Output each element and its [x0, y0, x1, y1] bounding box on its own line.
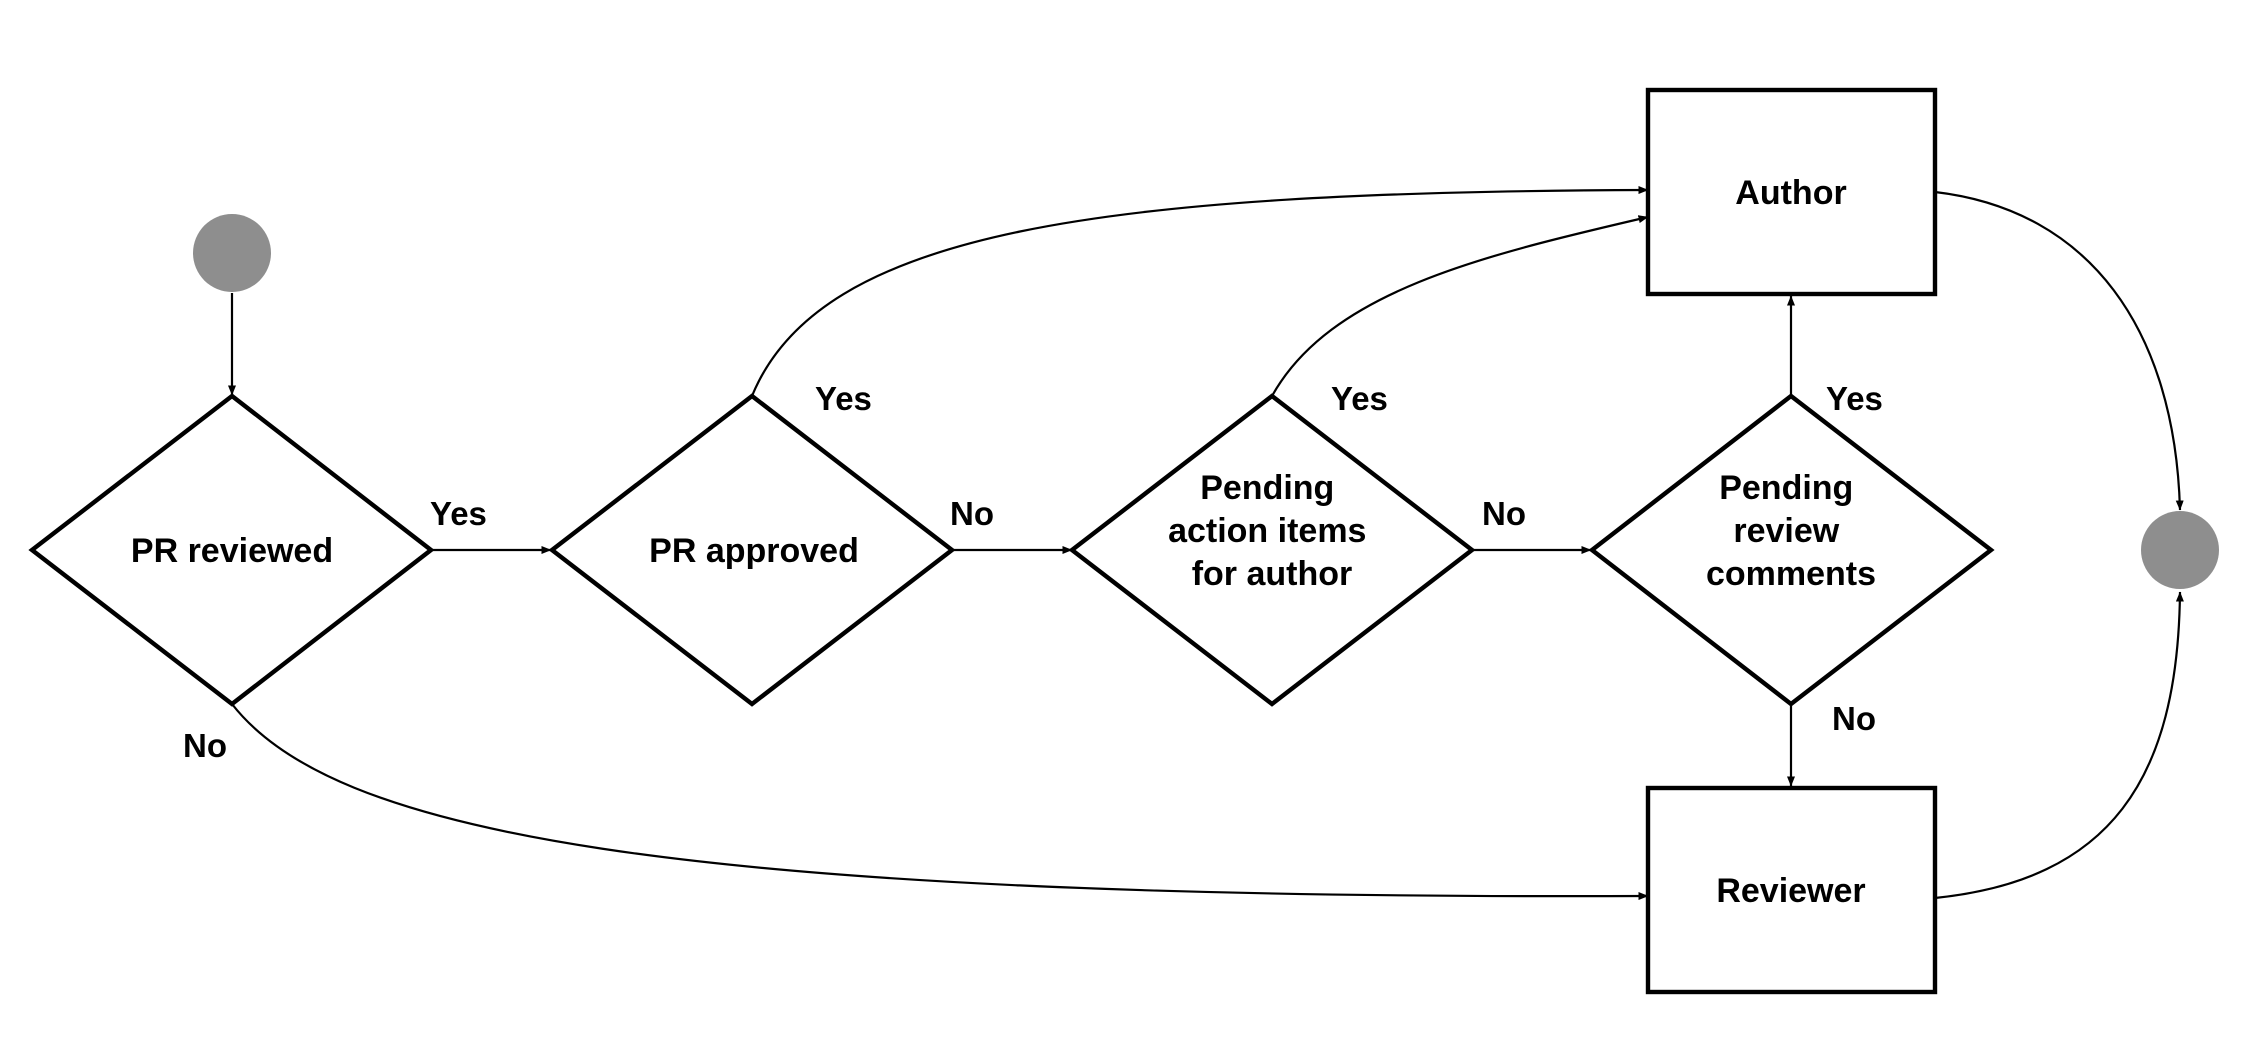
decision-pr-reviewed [28, 393, 435, 707]
pending-action-items-label: Pending action items for author [1168, 469, 1376, 593]
end-node [2141, 511, 2219, 589]
pending-action-items-no-label: No [1482, 495, 1526, 532]
pending-review-comments-no-label: No [1832, 700, 1876, 737]
pending-action-items-label-line-1: Pending [1200, 469, 1334, 507]
pr-approved-no-label: No [950, 495, 994, 532]
edge-author-to-end [1934, 190, 2184, 511]
pr-reviewed-no-label: No [183, 727, 227, 764]
pr-approved-label: PR approved [649, 532, 859, 570]
pending-action-items-yes-label: Yes [1331, 380, 1388, 417]
box-author [1645, 87, 1938, 297]
pr-reviewed-label: PR reviewed [131, 532, 333, 570]
reviewer-label: Reviewer [1716, 872, 1865, 910]
pending-review-comments-label-line-1: Pending [1719, 469, 1853, 507]
decision-pending-review-comments [1588, 393, 1995, 707]
pr-reviewed-label-line: PR reviewed [131, 532, 333, 570]
edge-pr-approved-yes [750, 186, 1649, 397]
start-node [193, 214, 271, 292]
edge-pr-reviewed-no [231, 703, 1649, 901]
pr-approved-label-line: PR approved [649, 532, 859, 570]
reviewer-label-line: Reviewer [1716, 872, 1865, 910]
pr-reviewed-yes-label: Yes [430, 495, 487, 532]
author-label: Author [1735, 174, 1846, 212]
edge-pending-action-items-yes [1271, 215, 1649, 397]
decision-pending-action-items [1068, 393, 1476, 707]
pending-review-comments-yes-label: Yes [1826, 380, 1883, 417]
edge-reviewer-to-end [1934, 591, 2184, 900]
author-label-line: Author [1735, 174, 1846, 212]
box-reviewer [1645, 785, 1938, 995]
decision-pr-approved [548, 393, 956, 707]
pending-review-comments-label-line-3: comments [1706, 555, 1876, 593]
pending-action-items-label-line-3: for author [1192, 555, 1353, 593]
pending-review-comments-label-line-2: review [1733, 512, 1839, 550]
pr-approved-yes-label: Yes [815, 380, 872, 417]
pending-action-items-label-line-2: action items [1168, 512, 1366, 550]
pending-review-comments-label: Pending review comments [1706, 469, 1876, 593]
